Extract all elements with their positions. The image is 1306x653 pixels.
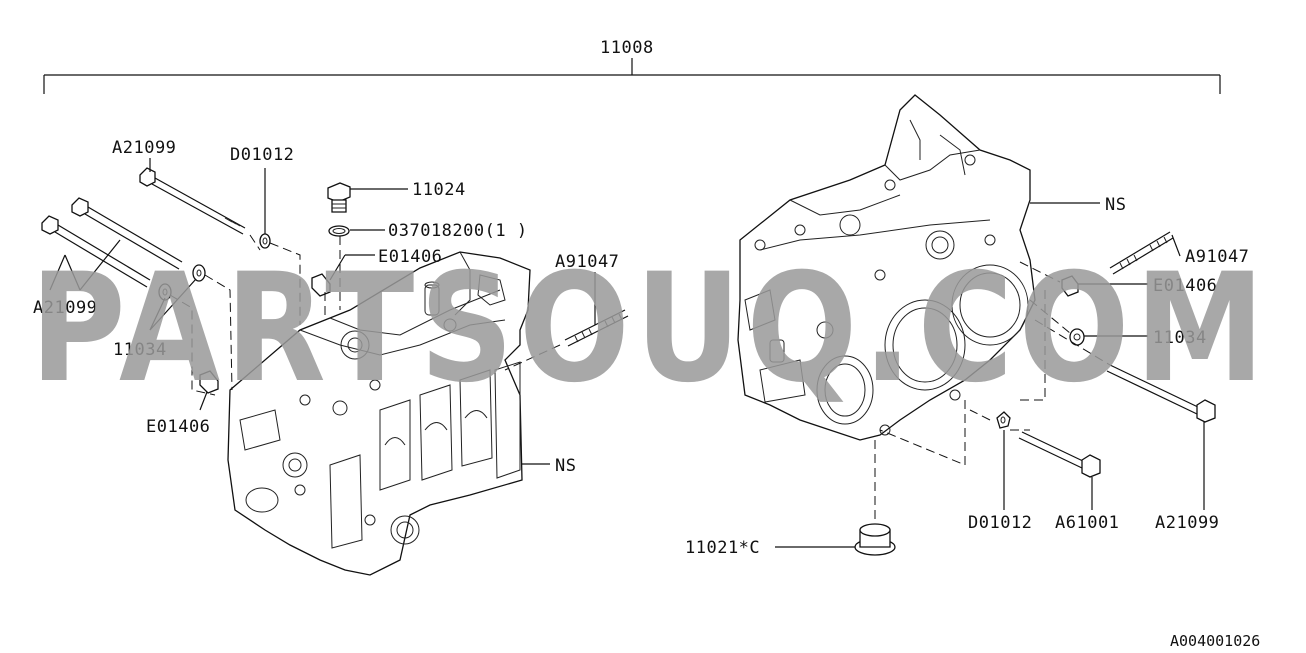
left-bolt-a21099-top [139,167,246,235]
assembly-number-label: 11008 [600,38,654,58]
label-right-11021c[interactable]: 11021*C [685,538,760,558]
left-dowel-e01406-top [311,273,331,297]
label-left-d01012[interactable]: D01012 [230,145,294,165]
label-left-11034[interactable]: 11034 [113,340,167,360]
left-dowel-e01406-bottom [199,370,219,394]
right-plug-11021 [854,523,896,556]
label-right-e01406[interactable]: E01406 [1153,276,1217,296]
left-cylinder-block [227,251,531,576]
label-right-a91047[interactable]: A91047 [1185,247,1249,267]
left-plug-11024 [327,182,351,213]
right-cylinder-block [737,94,1036,441]
right-bolt-a61001 [1018,431,1101,478]
label-left-ns: NS [555,456,576,476]
label-left-037018200[interactable]: 037018200(1 ) [388,221,528,241]
left-bolt-a21099-long-2 [41,215,151,288]
left-washer-11034-a [192,264,206,282]
left-gasket-037018200 [328,225,350,237]
right-dashed-guides [874,261,1111,522]
right-stud-a91047 [1109,231,1174,275]
left-leaders [49,158,596,465]
label-left-a21099-bottom[interactable]: A21099 [33,298,97,318]
figure-code: A004001026 [1170,632,1260,650]
right-dowel-e01406 [1061,275,1079,297]
label-left-a91047[interactable]: A91047 [555,252,619,272]
assembly-bracket [43,58,1221,94]
label-right-a21099[interactable]: A21099 [1155,513,1219,533]
label-left-e01406-top[interactable]: E01406 [378,247,442,267]
right-bolt-a21099 [1106,364,1216,423]
label-left-e01406-bottom[interactable]: E01406 [146,417,210,437]
watermark: PARTSOUQ.COM [30,242,1270,416]
right-leaders [775,202,1205,548]
right-washer-d01012 [996,411,1011,429]
label-right-a61001[interactable]: A61001 [1055,513,1119,533]
label-left-11024[interactable]: 11024 [412,180,466,200]
left-dashed-guides [169,234,561,396]
label-right-11034[interactable]: 11034 [1153,328,1207,348]
label-right-ns: NS [1105,195,1126,215]
label-right-d01012[interactable]: D01012 [968,513,1032,533]
left-bolt-a21099-long-1 [71,197,183,270]
label-left-a21099-top[interactable]: A21099 [112,138,176,158]
left-washer-11034-b [158,283,172,301]
